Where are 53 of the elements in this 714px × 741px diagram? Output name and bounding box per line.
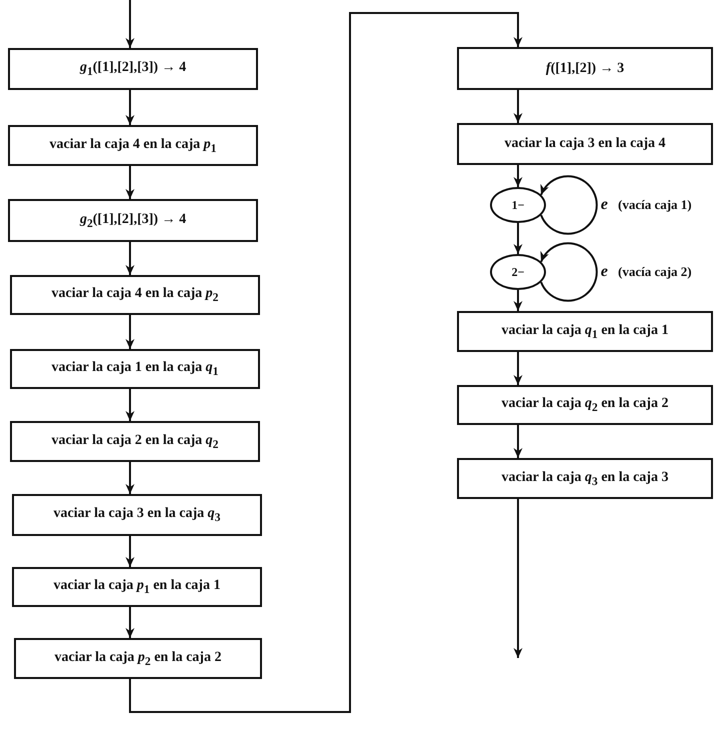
process-box: [457, 311, 713, 352]
arrow: [126, 536, 134, 567]
node-text: g$_{1}$([1],[2],[3]) → 4: [80, 60, 186, 78]
node-text: vaciar la caja 1 en la caja q$_{1}$: [52, 360, 218, 378]
process-box: [12, 494, 262, 536]
arrow: [514, 352, 522, 385]
process-box: [457, 458, 713, 499]
node-text: vaciar la caja 2 en la caja q$_{2}$: [52, 432, 218, 450]
loop-arrow: [540, 175, 598, 235]
arrow: [514, 425, 522, 458]
node-text: vaciar la caja q$_{2}$ en la caja 2: [502, 396, 668, 414]
process-box: [14, 638, 262, 679]
process-box: [457, 47, 713, 90]
node-text: vaciar la caja 3 en la caja q$_{3}$: [54, 506, 220, 524]
arrow: [126, 242, 134, 275]
arrow: [514, 290, 522, 311]
process-box: [8, 199, 258, 242]
arrow: [126, 166, 134, 199]
process-box: [8, 125, 258, 166]
note-text: (vacía caja 2): [618, 264, 692, 280]
node-text: vaciar la caja p$_{2}$ en la caja 2: [54, 650, 222, 668]
node-text: vaciar la caja 4 en la caja p$_{2}$: [52, 286, 218, 304]
node-text: vaciar la caja p$_{1}$ en la caja 1: [54, 578, 220, 596]
arrow: [514, 499, 522, 658]
process-box: [10, 275, 260, 315]
arrow: [126, 607, 134, 638]
process-box: [457, 123, 713, 165]
arrow: [514, 165, 522, 187]
arrow: [126, 315, 134, 349]
arrow: [126, 90, 134, 125]
process-box: [457, 385, 713, 425]
state-circle: [490, 187, 546, 223]
note-text: (vacía caja 1): [618, 198, 692, 212]
node-text: vaciar la caja 4 en la caja p$_{1}$: [50, 136, 216, 154]
loop-arrow: [540, 242, 598, 302]
arrow: [129, 12, 522, 713]
process-box: [12, 567, 262, 607]
arrow: [514, 223, 522, 254]
arrow: [514, 90, 522, 123]
process-box: [10, 349, 260, 389]
node-text: 2−: [512, 264, 524, 280]
node-text: g$_{2}$([1],[2],[3]) → 4: [80, 212, 186, 230]
node-text: vaciar la caja q$_{1}$ en la caja 1: [502, 322, 668, 340]
node-text: vaciar la caja q$_{3}$ en la caja 3: [502, 470, 668, 488]
node-text: f([1],[2]) → 3: [546, 60, 624, 76]
arrow: [126, 462, 134, 494]
node-text: 1−: [512, 198, 524, 212]
state-circle: [490, 254, 546, 290]
arrow: [126, 0, 134, 48]
process-box: [8, 48, 258, 90]
process-box: [10, 421, 260, 462]
node-text: vaciar la caja 3 en la caja 4: [504, 136, 666, 152]
arrow: [126, 389, 134, 421]
